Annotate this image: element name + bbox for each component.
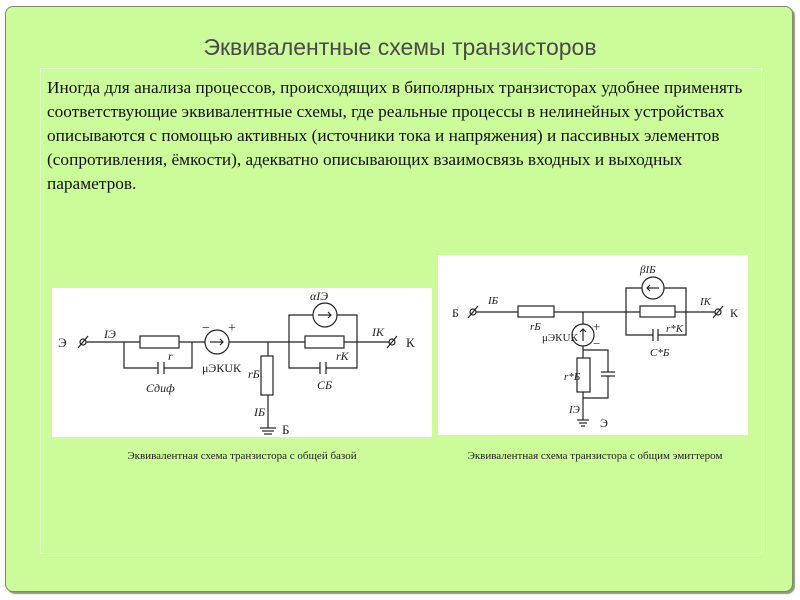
label-r: r	[168, 349, 173, 363]
label-plus: +	[593, 319, 600, 334]
circuit-common-emitter: Б IБ rБ μЭКUК + − r*Б IЭ Э βIБ r*К C*Б I…	[438, 255, 748, 435]
label-mu-uk: μЭКUК	[202, 361, 242, 375]
label-base: Б	[282, 422, 289, 437]
caption-common-emitter: Эквивалентная схема транзистора с общим …	[467, 450, 723, 462]
label-minus: −	[202, 321, 210, 336]
label-ie: IЭ	[103, 327, 116, 341]
label-beta-ib: βIБ	[639, 264, 656, 276]
caption-common-base: Эквивалентная схема транзистора с общей …	[127, 450, 357, 462]
content-frame	[40, 68, 762, 554]
slide-title: Эквивалентные схемы транзисторов	[203, 34, 597, 60]
label-minus: −	[593, 336, 600, 351]
label-ib: IБ	[487, 295, 499, 307]
label-plus: +	[228, 321, 236, 336]
label-rk-star: r*К	[666, 323, 684, 335]
label-rk: rК	[336, 349, 350, 363]
label-cb-star: C*Б	[650, 347, 670, 359]
label-alpha-ie: αIЭ	[310, 289, 328, 303]
label-collector: К	[730, 306, 739, 320]
label-ik: IК	[699, 296, 712, 308]
label-rb: rБ	[248, 367, 260, 381]
label-emitter: Э	[58, 335, 67, 350]
label-cb: CБ	[317, 378, 332, 392]
label-ik: IК	[371, 325, 385, 339]
label-ie: IЭ	[568, 404, 580, 416]
label-rb-star: r*Б	[564, 371, 581, 383]
label-collector: К	[406, 335, 415, 350]
current-source-icon	[312, 302, 338, 328]
label-base: Б	[452, 306, 459, 320]
label-mu-uk: μЭКUК	[542, 332, 578, 344]
label-ib: IБ	[253, 405, 265, 419]
current-source-icon	[641, 276, 665, 300]
circuit-common-base: Э IЭ r Cдиф − + μЭКUК rБ IБ Б αIЭ rК CБ …	[52, 288, 432, 437]
label-rb: rБ	[530, 321, 541, 333]
body-paragraph: Иногда для анализа процессов, происходящ…	[47, 78, 743, 193]
label-emitter: Э	[600, 416, 608, 430]
label-cdif: Cдиф	[146, 381, 175, 395]
